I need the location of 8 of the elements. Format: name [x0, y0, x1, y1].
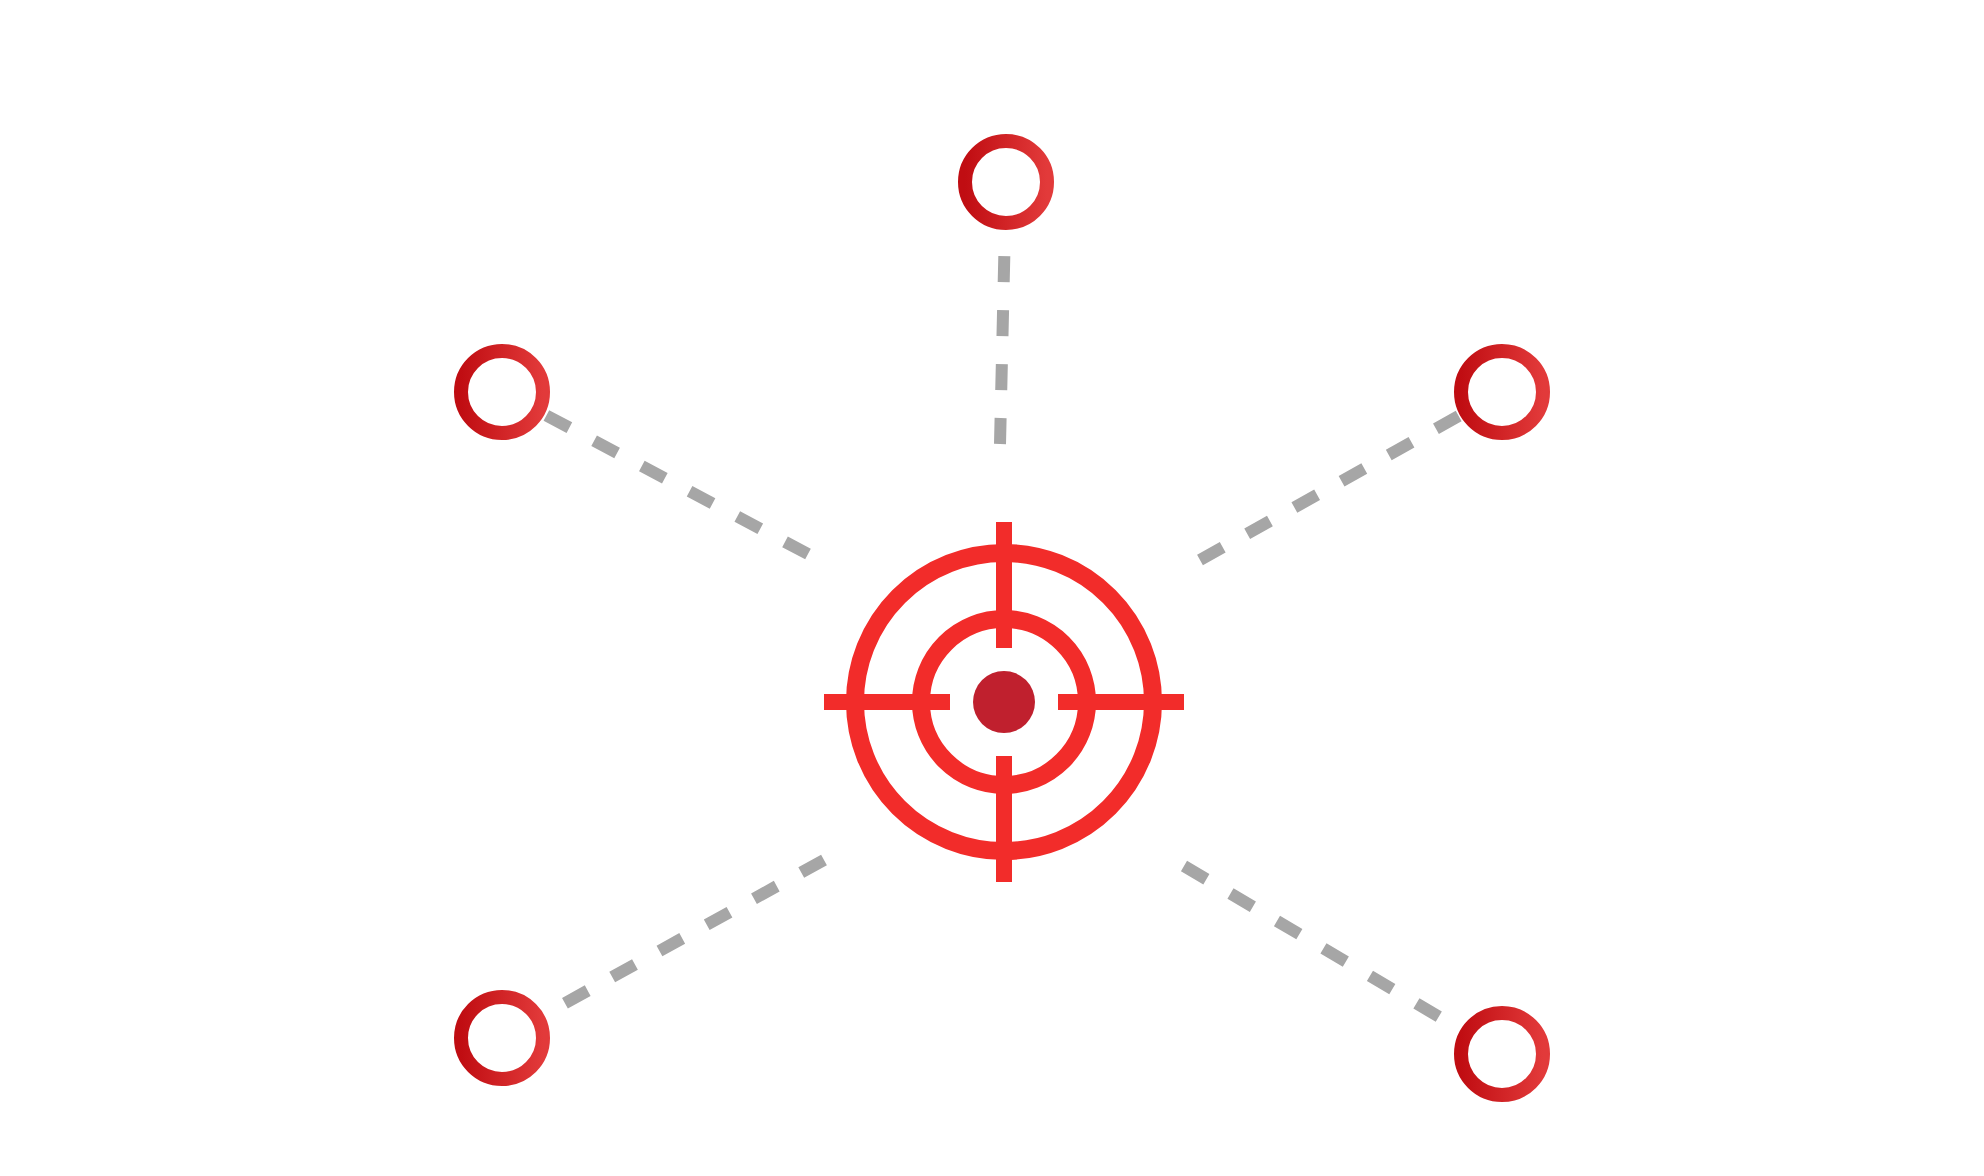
ring-marker: [1454, 344, 1550, 440]
dashed-connector: [539, 408, 811, 560]
ring-marker: [454, 344, 550, 440]
ring-marker: [958, 134, 1054, 230]
ring-marker: [454, 990, 550, 1086]
ring-marker: [1454, 1006, 1550, 1102]
crosshair-target-icon: [824, 522, 1184, 882]
dashed-connector: [1197, 409, 1465, 566]
